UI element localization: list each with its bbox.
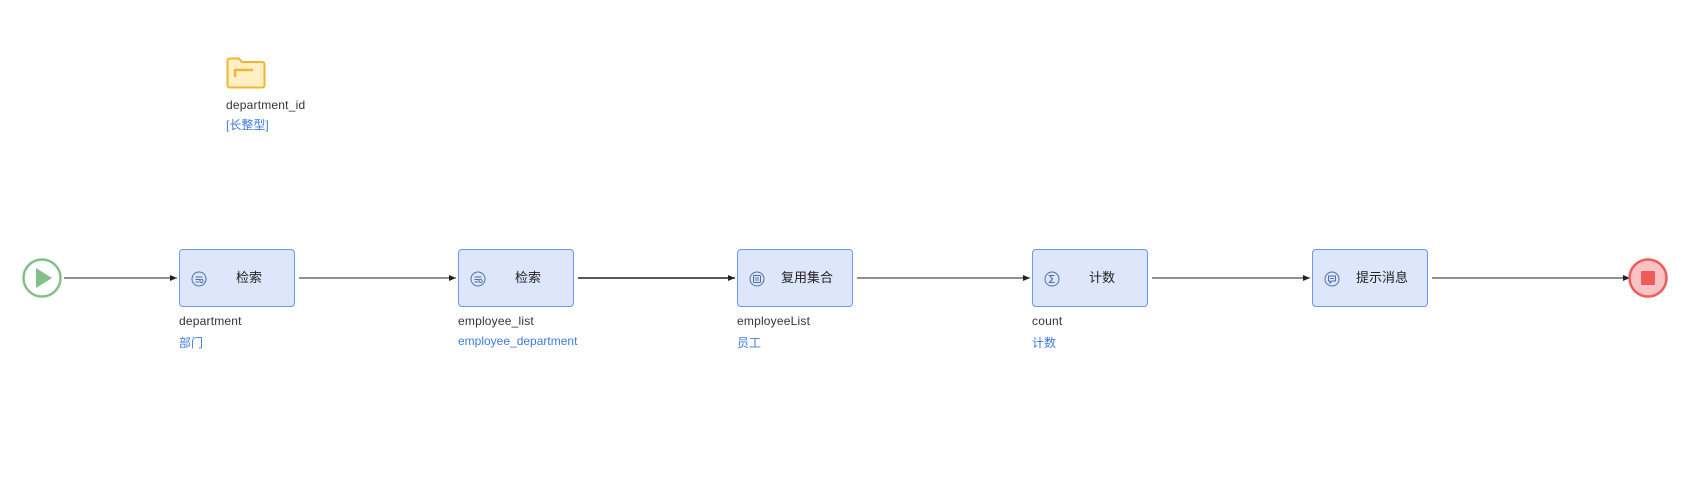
end-node[interactable] bbox=[1628, 258, 1668, 298]
start-node[interactable] bbox=[22, 258, 62, 298]
node-reuse-collection[interactable]: 复用集合 bbox=[737, 249, 853, 307]
node-label: 提示消息 bbox=[1355, 270, 1408, 285]
sigma-icon bbox=[1044, 271, 1060, 287]
node-caption-2: employee_list employee_department bbox=[458, 314, 577, 348]
output-type: 计数 bbox=[1032, 336, 1057, 350]
input-parameter[interactable]: department_id [长整型] bbox=[226, 57, 305, 133]
node-label: 复用集合 bbox=[780, 270, 833, 285]
node-count[interactable]: 计数 bbox=[1032, 249, 1148, 307]
output-type: 员工 bbox=[737, 336, 762, 350]
node-label: 检索 bbox=[235, 270, 262, 285]
message-icon bbox=[1324, 271, 1340, 287]
output-variable: employee_list bbox=[458, 314, 534, 328]
output-variable: department bbox=[179, 314, 242, 328]
node-show-message[interactable]: 提示消息 bbox=[1312, 249, 1428, 307]
node-label: 计数 bbox=[1088, 270, 1115, 285]
node-label: 检索 bbox=[514, 270, 541, 285]
parameter-name: department_id bbox=[226, 98, 306, 112]
list-icon bbox=[749, 271, 765, 287]
play-icon bbox=[36, 268, 52, 288]
node-caption-1: department 部门 bbox=[179, 314, 242, 351]
node-caption-4: count 计数 bbox=[1032, 314, 1062, 351]
output-variable: employeeList bbox=[737, 314, 811, 328]
stop-icon bbox=[1641, 271, 1655, 285]
output-variable: count bbox=[1032, 314, 1063, 328]
node-retrieve-employee-list[interactable]: 检索 bbox=[458, 249, 574, 307]
output-type: employee_department bbox=[458, 334, 578, 348]
node-caption-3: employeeList 员工 bbox=[737, 314, 810, 351]
output-type: 部门 bbox=[179, 336, 204, 350]
retrieve-icon bbox=[191, 271, 207, 287]
folder-icon bbox=[226, 57, 266, 89]
retrieve-icon bbox=[470, 271, 486, 287]
parameter-type: [长整型] bbox=[226, 118, 269, 132]
node-retrieve-department[interactable]: 检索 bbox=[179, 249, 295, 307]
